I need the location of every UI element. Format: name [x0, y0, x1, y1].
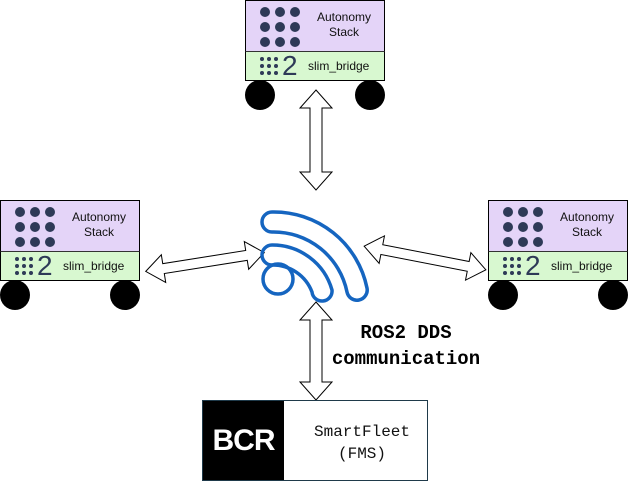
slim-bridge-label: slim_bridge — [551, 259, 613, 273]
grid-dots-icon — [13, 205, 57, 249]
stack-label-line1: Autonomy — [559, 210, 615, 224]
smartfleet-label-line2: (FMS) — [337, 445, 386, 463]
robot-right: Autonomy Stack 2 slim_bridge — [488, 200, 628, 312]
stack-label-line2: Stack — [83, 225, 114, 239]
slim-bridge-label: slim_bridge — [308, 59, 370, 73]
robot-top: Autonomy Stack 2 slim_bridge — [245, 0, 385, 112]
ros2-dots-icon — [15, 257, 35, 277]
smartfleet-label: SmartFleet (FMS) — [303, 421, 421, 465]
robot-left: Autonomy Stack 2 slim_bridge — [0, 200, 140, 312]
wheel-left — [245, 80, 275, 110]
slim-bridge-box: 2 slim_bridge — [245, 51, 385, 81]
autonomy-stack-label: Autonomy Stack — [304, 10, 384, 40]
ros2-badge: 2 — [282, 50, 298, 81]
wheel-left — [0, 280, 30, 310]
wheel-right — [110, 280, 140, 310]
autonomy-stack-box: Autonomy Stack — [245, 0, 385, 52]
smartfleet-label-line1: SmartFleet — [313, 423, 410, 441]
grid-dots-icon — [258, 5, 302, 49]
wheel-right — [598, 280, 628, 310]
ros2-dds-label-line1: ROS2 DDS — [360, 322, 452, 344]
slim-bridge-box: 2 slim_bridge — [0, 251, 140, 281]
ros2-badge: 2 — [525, 250, 541, 281]
arrow-top — [298, 89, 334, 191]
wheel-right — [355, 80, 385, 110]
bcr-logo: BCR — [203, 401, 284, 480]
autonomy-stack-label: Autonomy Stack — [547, 210, 627, 240]
stack-label-line2: Stack — [571, 225, 602, 239]
grid-dots-icon — [501, 205, 545, 249]
stack-label-line1: Autonomy — [316, 10, 372, 24]
stack-label-line2: Stack — [328, 25, 359, 39]
stack-label-line1: Autonomy — [71, 210, 127, 224]
wifi-icon — [260, 210, 369, 303]
ros2-dots-icon — [260, 57, 280, 77]
ros2-dots-icon — [503, 257, 523, 277]
autonomy-stack-box: Autonomy Stack — [0, 200, 140, 252]
slim-bridge-label: slim_bridge — [63, 259, 125, 273]
arrow-left — [144, 240, 266, 284]
ros2-dds-label: ROS2 DDS communication — [318, 320, 494, 372]
arrow-right — [363, 234, 487, 282]
ros2-badge: 2 — [37, 250, 53, 281]
autonomy-stack-label: Autonomy Stack — [59, 210, 139, 240]
autonomy-stack-box: Autonomy Stack — [488, 200, 628, 252]
smartfleet-fms-box: BCR SmartFleet (FMS) — [202, 400, 428, 481]
slim-bridge-box: 2 slim_bridge — [488, 251, 628, 281]
ros2-dds-label-line2: communication — [331, 348, 481, 370]
wheel-left — [488, 280, 518, 310]
